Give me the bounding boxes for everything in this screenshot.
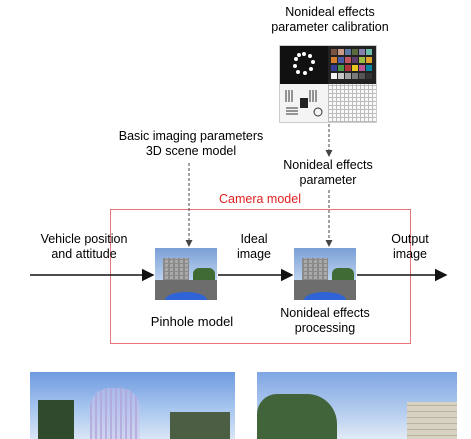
ideal-image-label: Ideal image <box>232 232 276 262</box>
processed-render-thumbnail <box>294 248 356 300</box>
processing-label: Nonideal effects processing <box>265 306 385 336</box>
camera-model-box <box>110 209 411 344</box>
basic-params-label: Basic imaging parameters 3D scene model <box>96 129 286 159</box>
camera-model-label: Camera model <box>219 192 301 206</box>
nonideal-param-line2: parameter <box>299 173 357 187</box>
ideal-line1: Ideal <box>240 232 268 246</box>
street-photo-right <box>257 372 457 439</box>
vehicle-line2: and attitude <box>51 247 117 261</box>
color-checker-chart <box>328 46 376 84</box>
output-image-label: Output image <box>380 232 440 262</box>
output-line1: Output <box>391 232 429 246</box>
basic-params-line1: Basic imaging parameters <box>118 129 264 143</box>
calibration-title: Nonideal effects parameter calibration <box>250 5 410 35</box>
processing-line2: processing <box>294 321 356 335</box>
ideal-line2: image <box>236 247 272 261</box>
pinhole-render-thumbnail <box>155 248 217 300</box>
processing-line1: Nonideal effects <box>280 306 370 320</box>
vehicle-label: Vehicle position and attitude <box>28 232 140 262</box>
nonideal-param-label: Nonideal effects parameter <box>268 158 388 188</box>
grid-chart <box>328 84 376 122</box>
calibration-title-line2: parameter calibration <box>271 20 389 34</box>
nonideal-param-line1: Nonideal effects <box>283 158 373 172</box>
vehicle-line1: Vehicle position <box>40 232 128 246</box>
resolution-chart <box>280 84 328 122</box>
street-photo-left <box>30 372 235 439</box>
basic-params-line2: 3D scene model <box>145 144 237 158</box>
pinhole-model-label: Pinhole model <box>150 314 234 329</box>
calibration-title-line1: Nonideal effects <box>285 5 375 19</box>
calibration-image <box>279 45 377 123</box>
calibration-ring-pattern <box>280 46 328 84</box>
output-line2: image <box>392 247 428 261</box>
